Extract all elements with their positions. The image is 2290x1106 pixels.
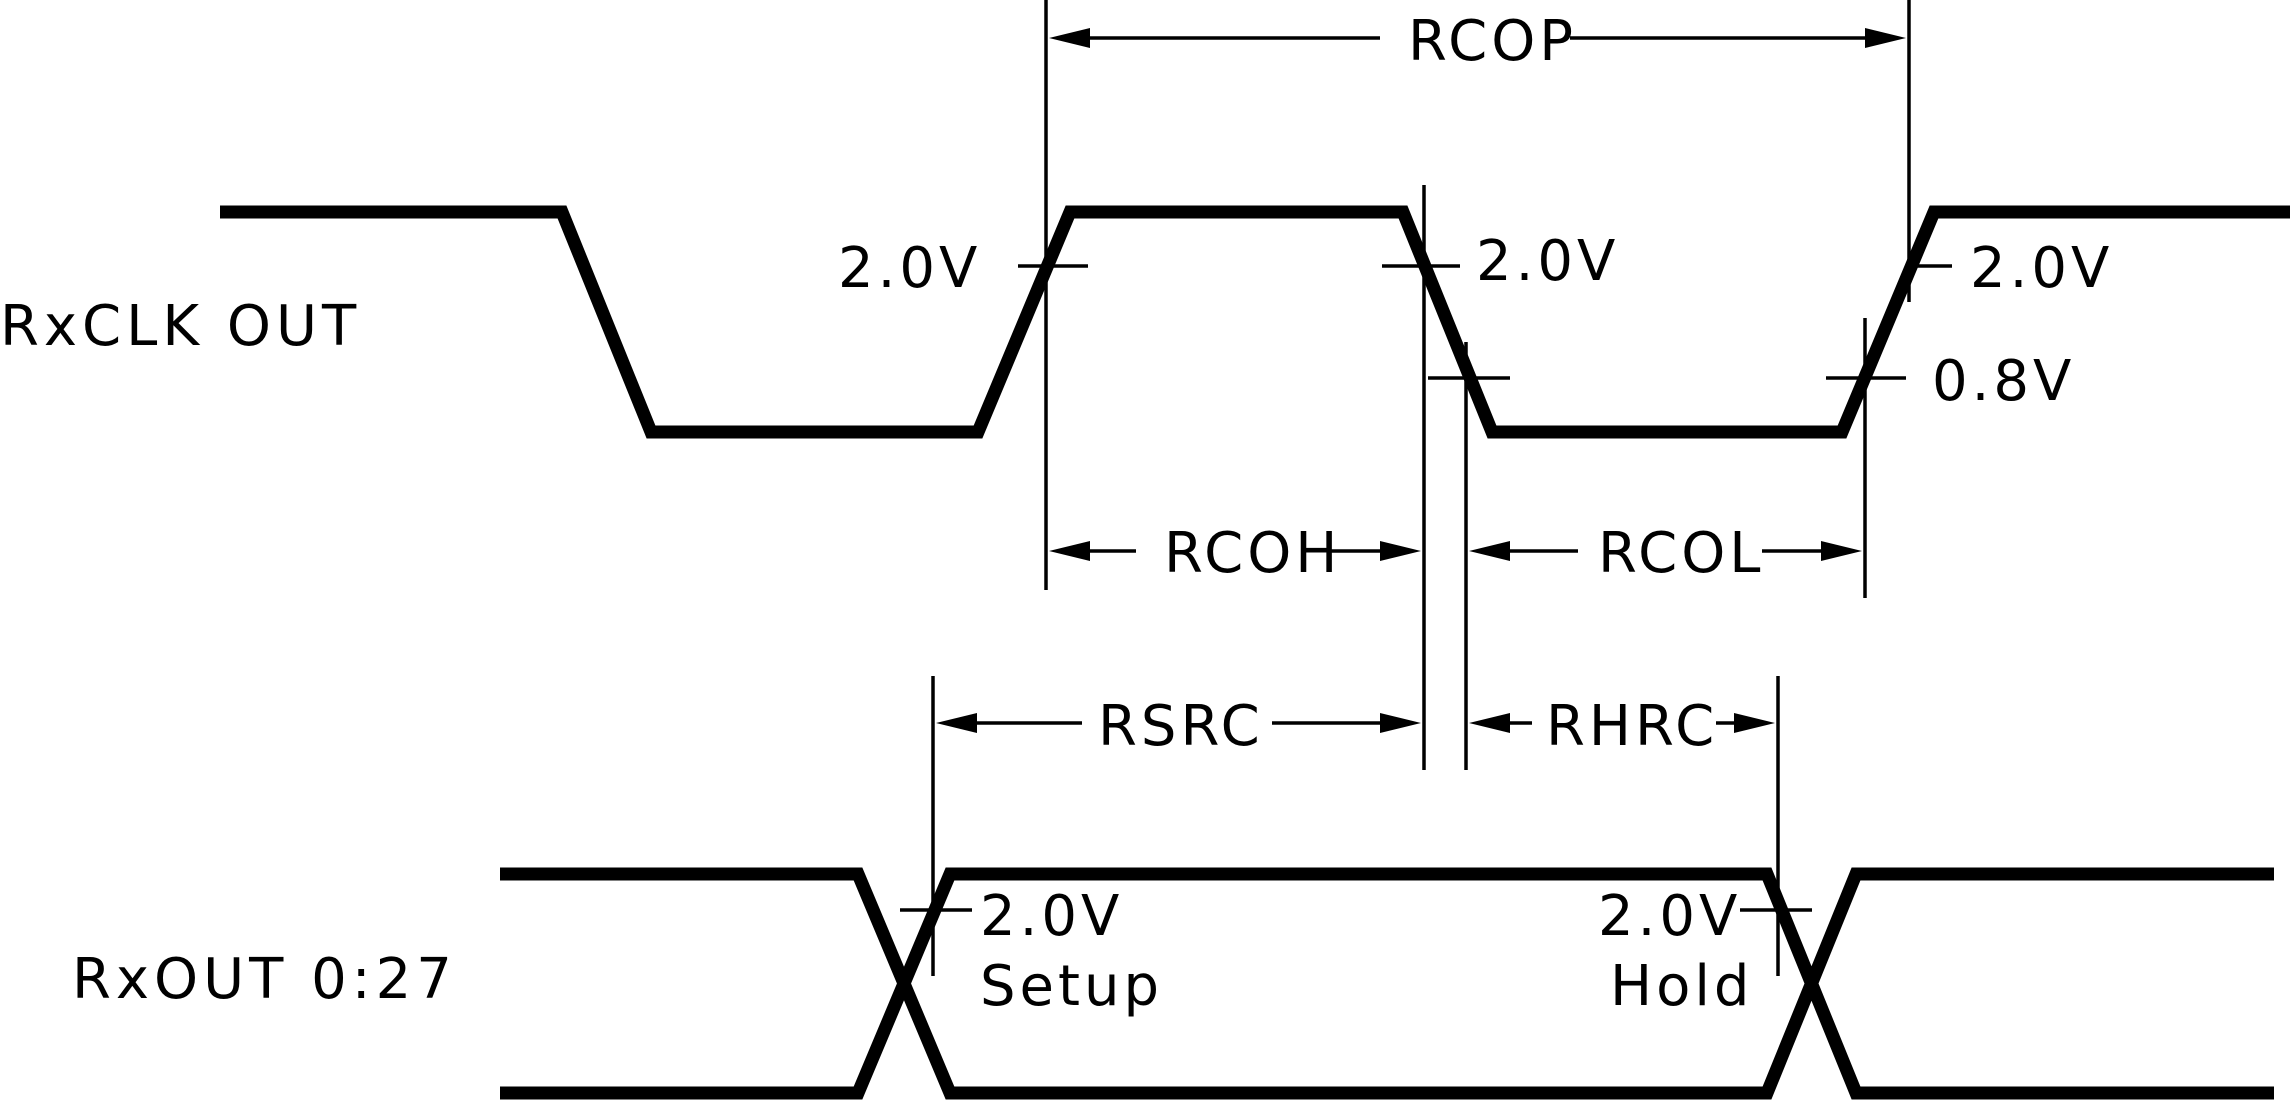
arrow-right [1821,541,1862,561]
arrow-right [1734,713,1775,733]
label-rise2-2v: 2.0V [1970,236,2113,301]
arrow-left [1469,713,1510,733]
label-rhrc: RHRC [1546,694,1718,759]
clock-signal-label: RxCLK OUT [0,294,361,359]
arrow-right [1865,28,1906,48]
label-rcoh: RCOH [1164,521,1341,586]
arrow-left [1049,28,1090,48]
label-fall-08v: 0.8V [1932,349,2075,414]
data-waveform-lower [500,867,2274,1100]
dimension-rcoh: RCOH [1049,521,1421,586]
data-waveform-upper [500,867,2274,1100]
clock-waveform [220,205,2290,439]
label-rcop: RCOP [1408,9,1577,74]
label-rise-2v: 2.0V [838,236,981,301]
label-fall-2v: 2.0V [1476,229,1619,294]
data-signal-label: RxOUT 0:27 [72,947,457,1012]
label-hold-2v: 2.0V [1598,884,1741,949]
arrow-left [1469,541,1510,561]
arrow-left [1049,541,1090,561]
label-hold: Hold [1610,954,1753,1019]
dimension-rcol: RCOL [1469,521,1862,586]
label-rcol: RCOL [1598,521,1765,586]
dimension-rhrc: RHRC [1469,694,1775,759]
label-setup-2v: 2.0V [980,884,1123,949]
dimension-rcop: RCOP [1049,9,1906,74]
label-rsrc: RSRC [1098,694,1264,759]
arrow-left [936,713,977,733]
arrow-right [1380,713,1421,733]
arrow-right [1380,541,1421,561]
label-setup: Setup [980,954,1163,1019]
dimension-rsrc: RSRC [936,694,1421,759]
